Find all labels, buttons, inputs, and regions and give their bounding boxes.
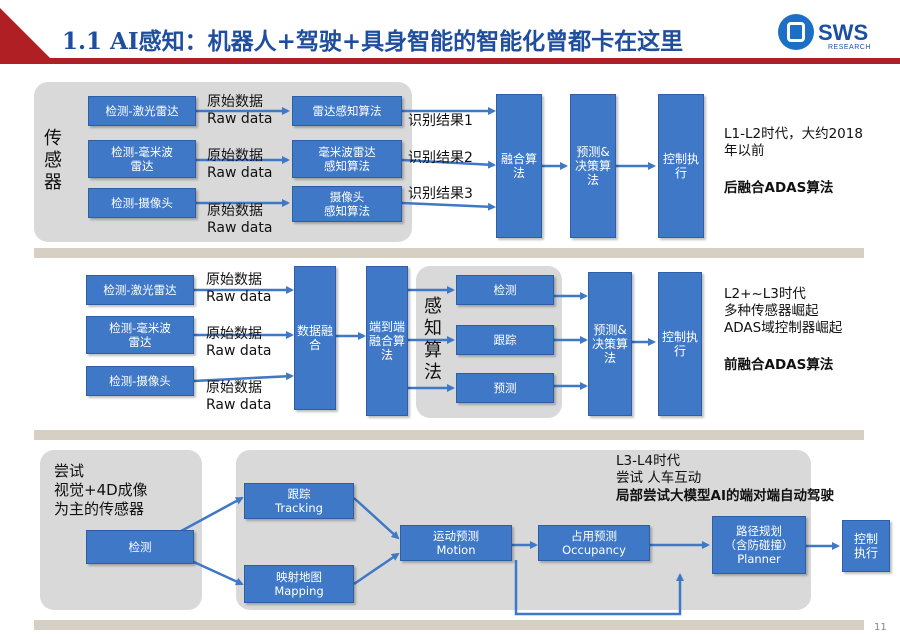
- row1-separator: [34, 248, 864, 258]
- row1-era-note: L1-L2时代，大约2018 年以前: [724, 126, 863, 159]
- row1-sensor-label: 传 感 器: [44, 128, 62, 193]
- row2-control-box: 控制执行: [658, 272, 702, 416]
- row3-motion-box: 运动预测 Motion: [400, 525, 512, 561]
- row1-lidar-algo-box: 雷达感知算法: [292, 96, 402, 126]
- header-accent: [0, 8, 50, 58]
- row1-raw-data-label-2: 原始数据 Raw data: [207, 148, 273, 181]
- row2-era-algorithm: 前融合ADAS算法: [724, 357, 834, 373]
- row2-raw-data-label-3: 原始数据 Raw data: [206, 380, 272, 413]
- logo-text: SWS: [818, 20, 869, 45]
- row1-raw-data-label-1: 原始数据 Raw data: [207, 94, 273, 127]
- header-divider: [0, 58, 900, 64]
- row1-camera-detection-box: 检测-摄像头: [88, 188, 196, 218]
- row1-predict-box: 预测&决策算法: [570, 94, 616, 238]
- sws-logo-icon: [778, 14, 814, 50]
- row2-era-note: L2+~L3时代 多种传感器崛起 ADAS域控制器崛起: [724, 286, 843, 336]
- row3-era-note: L3-L4时代 尝试 人车互动: [616, 453, 702, 486]
- row3-separator: [34, 620, 864, 630]
- row2-camera-detection-box: 检测-摄像头: [86, 366, 194, 396]
- row1-control-box: 控制执行: [658, 94, 704, 238]
- row3-planner-box: 路径规划 （含防碰撞） Planner: [712, 516, 806, 574]
- row2-predict-task-box: 预测: [456, 373, 554, 403]
- row2-separator: [34, 430, 864, 440]
- row1-raw-data-label-3: 原始数据 Raw data: [207, 203, 273, 236]
- row3-occupancy-box: 占用预测 Occupancy: [538, 525, 650, 561]
- row2-raw-data-label-1: 原始数据 Raw data: [206, 272, 272, 305]
- row3-detect-box: 检测: [86, 530, 194, 564]
- row1-era-algorithm: 后融合ADAS算法: [724, 180, 834, 196]
- page-number: 11: [874, 622, 887, 633]
- row3-control-box: 控制 执行: [842, 520, 890, 572]
- row2-predict-box: 预测&决策算法: [588, 272, 632, 416]
- row3-era-algorithm: 局部尝试大模型AI的端对端自动驾驶: [616, 488, 834, 504]
- row1-result-3: 识别结果3: [408, 186, 473, 202]
- logo-subtext: RESEARCH: [828, 44, 871, 51]
- row1-fusion-box: 融合算法: [496, 94, 542, 238]
- row3-sensor-label: 尝试 视觉+4D成像 为主的传感器: [54, 462, 148, 518]
- row1-result-2: 识别结果2: [408, 150, 473, 166]
- row2-track-box: 跟踪: [456, 325, 554, 355]
- row2-lidar-detection-box: 检测-激光雷达: [86, 275, 194, 305]
- row1-result-1: 识别结果1: [408, 113, 473, 129]
- row2-e2e-fusion-box: 端到端融合算法: [366, 266, 408, 416]
- row3-mapping-box: 映射地图 Mapping: [244, 565, 354, 603]
- row2-data-fusion-box: 数据融合: [294, 266, 336, 410]
- row2-detect-box: 检测: [456, 275, 554, 305]
- page-title: 1.1 AI感知：机器人+驾驶+具身智能的智能化曾都卡在这里: [62, 28, 684, 55]
- row3-tracking-box: 跟踪 Tracking: [244, 483, 354, 519]
- row1-lidar-detection-box: 检测-激光雷达: [88, 96, 196, 126]
- row1-camera-algo-box: 摄像头 感知算法: [292, 186, 402, 222]
- row1-radar-algo-box: 毫米波雷达 感知算法: [292, 140, 402, 178]
- row1-radar-detection-box: 检测-毫米波 雷达: [88, 140, 196, 178]
- row2-raw-data-label-2: 原始数据 Raw data: [206, 326, 272, 359]
- row2-radar-detection-box: 检测-毫米波 雷达: [86, 316, 194, 354]
- row2-perception-label: 感 知 算 法: [424, 296, 442, 383]
